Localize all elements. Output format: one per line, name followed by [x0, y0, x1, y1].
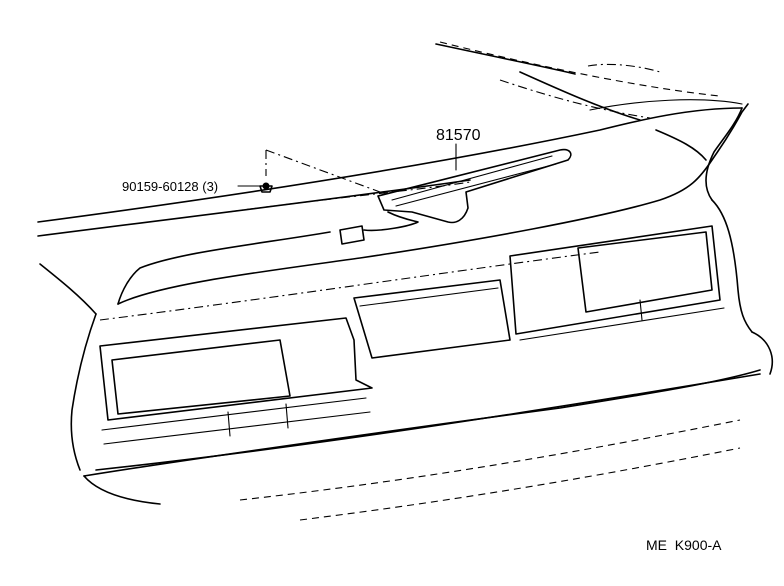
trunk-lid — [37, 41, 743, 237]
leader-lines — [237, 143, 457, 193]
diagram-code: ME K900-A — [646, 537, 722, 553]
high-mount-stop-lamp — [339, 148, 572, 245]
rear-panel — [39, 199, 774, 477]
rear-spoiler — [117, 71, 749, 305]
screw-icon — [259, 182, 273, 193]
right-tail-light — [509, 225, 725, 341]
rear-bumper — [83, 373, 761, 521]
left-tail-light — [99, 317, 373, 445]
center-garnish — [353, 279, 511, 359]
screw-part-label: 90159-60128 (3) — [122, 179, 218, 194]
part-number-label: 81570 — [436, 127, 481, 144]
